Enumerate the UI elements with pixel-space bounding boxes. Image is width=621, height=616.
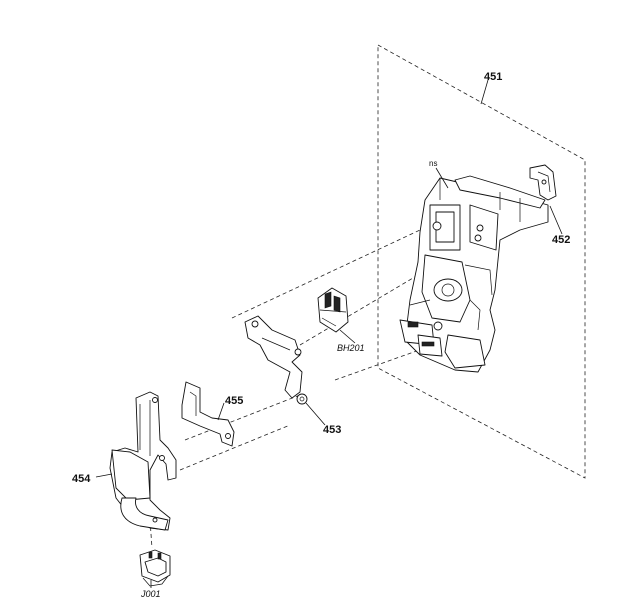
label-452: 452: [552, 234, 570, 246]
connector-j001: [139, 549, 171, 587]
bracket-453: [244, 315, 308, 405]
label-454: 454: [72, 473, 91, 485]
connector-bh201: [317, 287, 349, 333]
bracket-452: [529, 164, 557, 201]
label-451: 451: [484, 71, 502, 83]
label-j001: J001: [140, 589, 161, 599]
main-chassis-assembly: [399, 175, 549, 373]
flex-board-454: [109, 391, 177, 531]
bracket-455: [181, 381, 235, 447]
label-ns: ns: [429, 159, 437, 168]
leader-lines: [95, 79, 563, 588]
assembly-451-boundary: [377, 44, 586, 479]
label-453: 453: [323, 424, 341, 436]
label-bh201: BH201: [337, 343, 365, 353]
label-455: 455: [225, 395, 243, 407]
